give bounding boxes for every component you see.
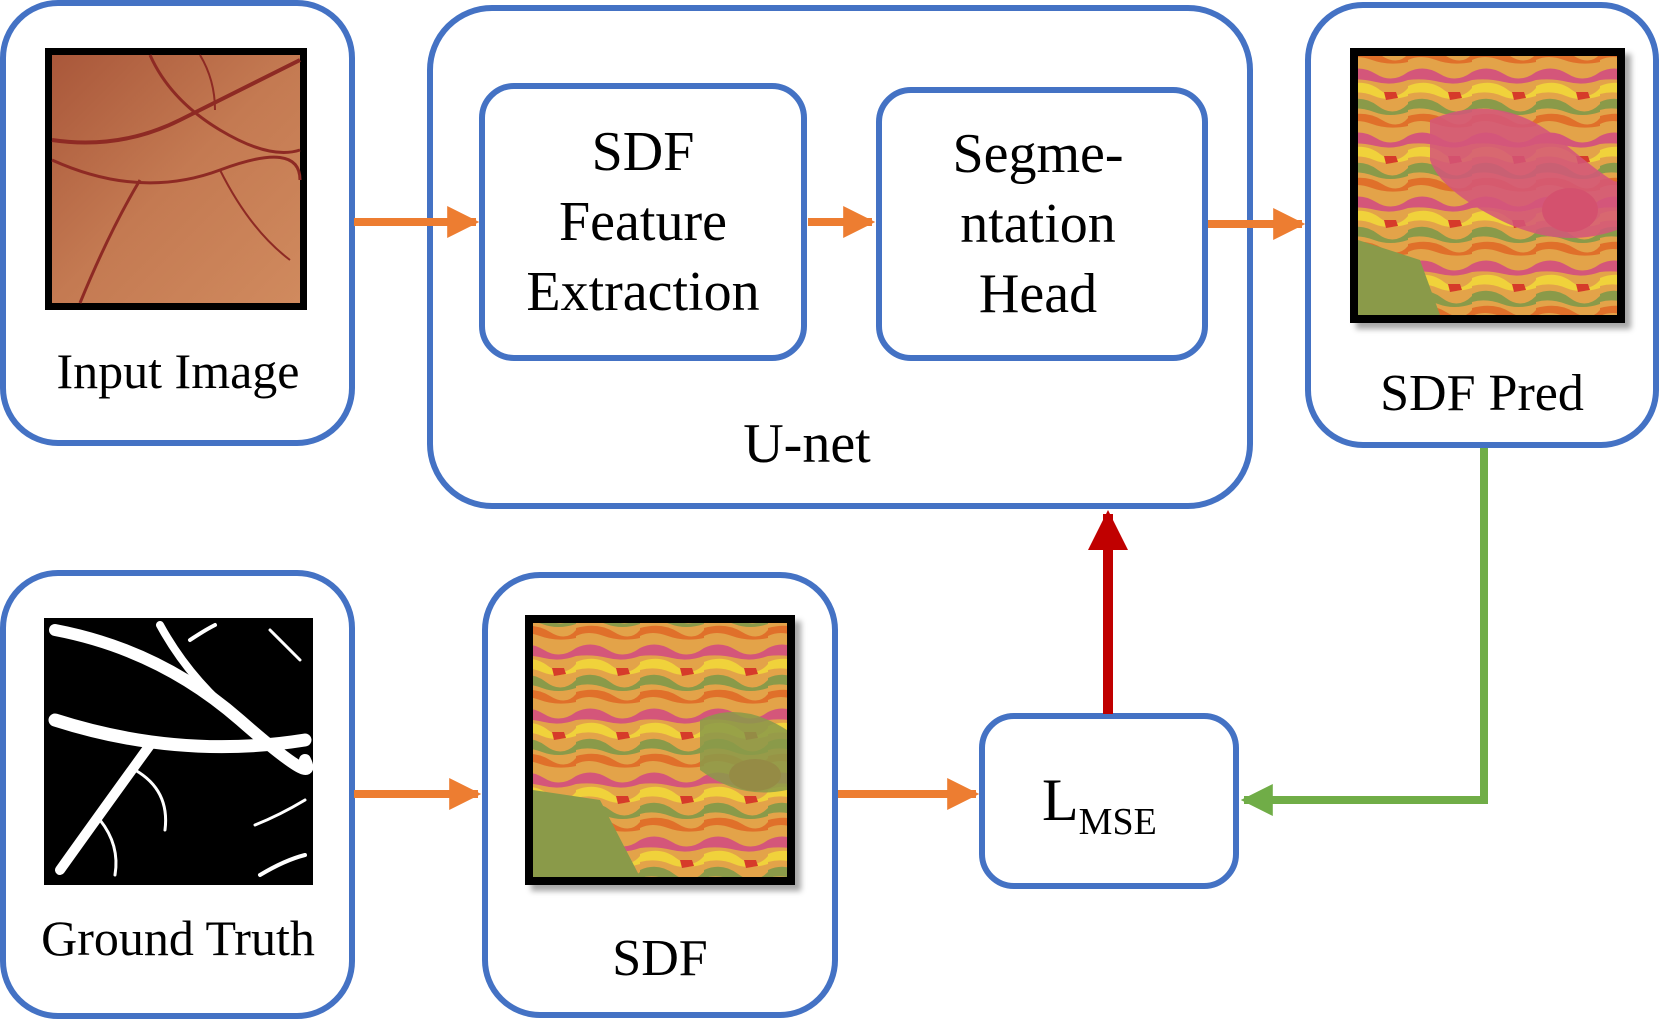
input-image-node: Input Image xyxy=(0,0,355,446)
segmentation-head-line1: Segme- xyxy=(952,123,1123,185)
sdf-map-image-icon xyxy=(525,615,795,885)
loss-box xyxy=(979,713,1239,889)
sdf-node: SDF xyxy=(482,572,838,1018)
unet-label: U-net xyxy=(743,413,871,475)
sdf-pred-node: SDF Pred xyxy=(1305,2,1659,448)
sdf-label: SDF xyxy=(612,930,707,987)
vessel-mask-image-icon xyxy=(44,618,314,885)
sdf-feature-extraction-box xyxy=(479,83,807,361)
segmentation-head-box xyxy=(876,87,1208,361)
arrow-sdf-pred-to-loss xyxy=(1240,448,1488,816)
sdf-prediction-map-image-icon xyxy=(1350,48,1625,323)
loss-label-subscript: MSE xyxy=(1079,801,1157,843)
sdf-feature-extraction-line3: Extraction xyxy=(526,261,759,323)
unet-node: U-net SDF Feature Extraction Segme- ntat… xyxy=(427,5,1253,509)
loss-label: LMSE xyxy=(1042,767,1157,843)
sdf-feature-extraction-node: SDF Feature Extraction xyxy=(479,83,807,361)
input-image-label: Input Image xyxy=(57,343,300,399)
loss-node: LMSE xyxy=(979,713,1239,889)
retina-fundus-image-icon xyxy=(45,48,307,310)
segmentation-head-line2: ntation xyxy=(960,193,1116,255)
sdf-pred-label: SDF Pred xyxy=(1380,365,1584,422)
segmentation-head-line3: Head xyxy=(979,263,1097,325)
loss-label-main: L xyxy=(1042,767,1079,833)
ground-truth-label: Ground Truth xyxy=(41,910,315,966)
sdf-feature-extraction-line2: Feature xyxy=(559,191,727,253)
sdf-feature-extraction-line1: SDF xyxy=(592,121,695,183)
ground-truth-node: Ground Truth xyxy=(0,570,355,1019)
segmentation-head-node: Segme- ntation Head xyxy=(876,87,1208,361)
